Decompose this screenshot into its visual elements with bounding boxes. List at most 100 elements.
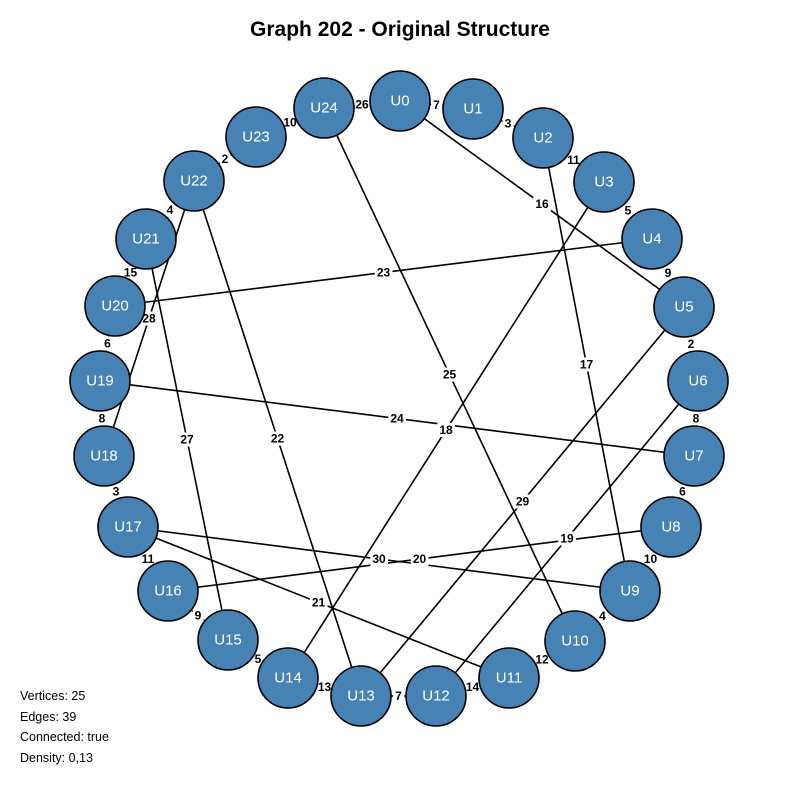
node-u20[interactable]: U20 [84,275,146,337]
node-u12[interactable]: U12 [405,665,467,727]
node-label: U12 [422,688,450,705]
edge-weight-background [388,411,406,426]
node-u24[interactable]: U24 [293,77,355,139]
edge-weight-label: 20 [413,552,427,566]
node-circle [405,665,467,727]
node-label: U7 [684,448,703,465]
node-u15[interactable]: U15 [197,609,259,671]
edge-weight-label: 9 [195,609,202,623]
edge-weight-background [252,652,264,666]
node-label: U8 [661,519,680,536]
node-u6[interactable]: U6 [667,350,729,412]
node-u3[interactable]: U3 [573,151,635,213]
node-label: U21 [132,231,160,248]
edge-weight-background [440,367,459,382]
node-circle [163,150,225,212]
edge-weight-background [219,152,231,166]
node-u7[interactable]: U7 [663,425,725,487]
edge-weight-background [641,552,660,566]
edge-weight-label: 21 [312,596,326,610]
node-u2[interactable]: U2 [512,107,574,169]
edge-weight-background [96,411,108,426]
edge-weight-background [268,431,287,446]
edge-weight-label: 10 [644,552,658,566]
node-u10[interactable]: U10 [544,610,606,672]
node-label: U17 [114,519,142,536]
node-u19[interactable]: U19 [69,350,131,412]
node-u1[interactable]: U1 [442,78,504,140]
node-label: U3 [594,174,613,191]
node-u0[interactable]: U0 [369,70,431,132]
node-circle [442,78,504,140]
node-label: U9 [620,583,639,600]
node-label: U11 [496,670,522,687]
edge-weight-background [370,552,388,566]
edge-weight-label: 7 [433,98,440,112]
node-u4[interactable]: U4 [621,208,683,270]
edge-weight-label: 8 [99,412,106,426]
edge-weight-background [558,531,576,546]
node-u21[interactable]: U21 [115,208,177,270]
edge-weight-background [393,689,405,703]
node-label: U5 [674,299,693,316]
edge-weight-background [140,311,158,326]
edges-count: Edges: 39 [20,709,77,724]
node-u9[interactable]: U9 [599,560,661,622]
graph-stats: Vertices: 25 Edges: 39 Connected: true D… [20,686,109,768]
edge-weight-background [513,494,532,509]
node-u8[interactable]: U8 [640,496,702,558]
node-u17[interactable]: U17 [97,496,159,558]
node-label: U24 [310,100,338,117]
edge-weight-background [281,115,299,130]
node-u5[interactable]: U5 [653,276,715,338]
node-circle [369,70,431,132]
edge-weight-background [577,357,596,372]
node-circle [573,151,635,213]
edge-weight-background [353,97,371,112]
edge-weight-background [662,266,674,280]
node-label: U15 [214,632,242,649]
node-circle [257,647,319,709]
node-circle [330,665,392,727]
edge-weight-label: 19 [560,532,574,546]
edge-weight-background [139,552,157,566]
node-circle [73,425,135,487]
edge-weight-background [309,595,328,610]
edge-weight-label: 30 [372,552,386,566]
edge-weight-background [690,411,702,426]
node-u13[interactable]: U13 [330,665,392,727]
edge-weight-label: 25 [443,368,457,382]
edge-weight-background [502,116,514,131]
edge-weight-label: 5 [625,204,632,218]
edge-weight-background [533,197,551,211]
edge-weight-label: 11 [142,552,155,566]
edge-weight-background [121,265,140,280]
node-circle [69,350,131,412]
node-u16[interactable]: U16 [137,560,199,622]
edge-weight-label: 10 [283,116,297,130]
node-u23[interactable]: U23 [225,106,287,168]
edge-weight-label: 15 [124,266,138,280]
edge-weight-label: 14 [466,680,480,694]
node-circle [663,425,725,487]
node-u14[interactable]: U14 [257,647,319,709]
node-u22[interactable]: U22 [163,150,225,212]
edge-weight-label: 3 [113,485,120,499]
node-label: U16 [154,583,182,600]
edge-weight-label: 5 [255,652,262,666]
edge-weight-background [178,432,196,447]
node-circle [621,208,683,270]
node-circle [225,106,287,168]
node-u18[interactable]: U18 [73,425,135,487]
node-circle [667,350,729,412]
node-u11[interactable]: U11 [478,647,540,709]
edge-weight-background [102,336,114,351]
node-label: U23 [242,129,270,146]
edge-weight-background [110,484,122,499]
edge-weight-label: 7 [395,689,402,703]
node-label: U1 [463,101,482,118]
edge-weight-label: 13 [318,680,332,694]
vertices-count: Vertices: 25 [20,689,86,703]
